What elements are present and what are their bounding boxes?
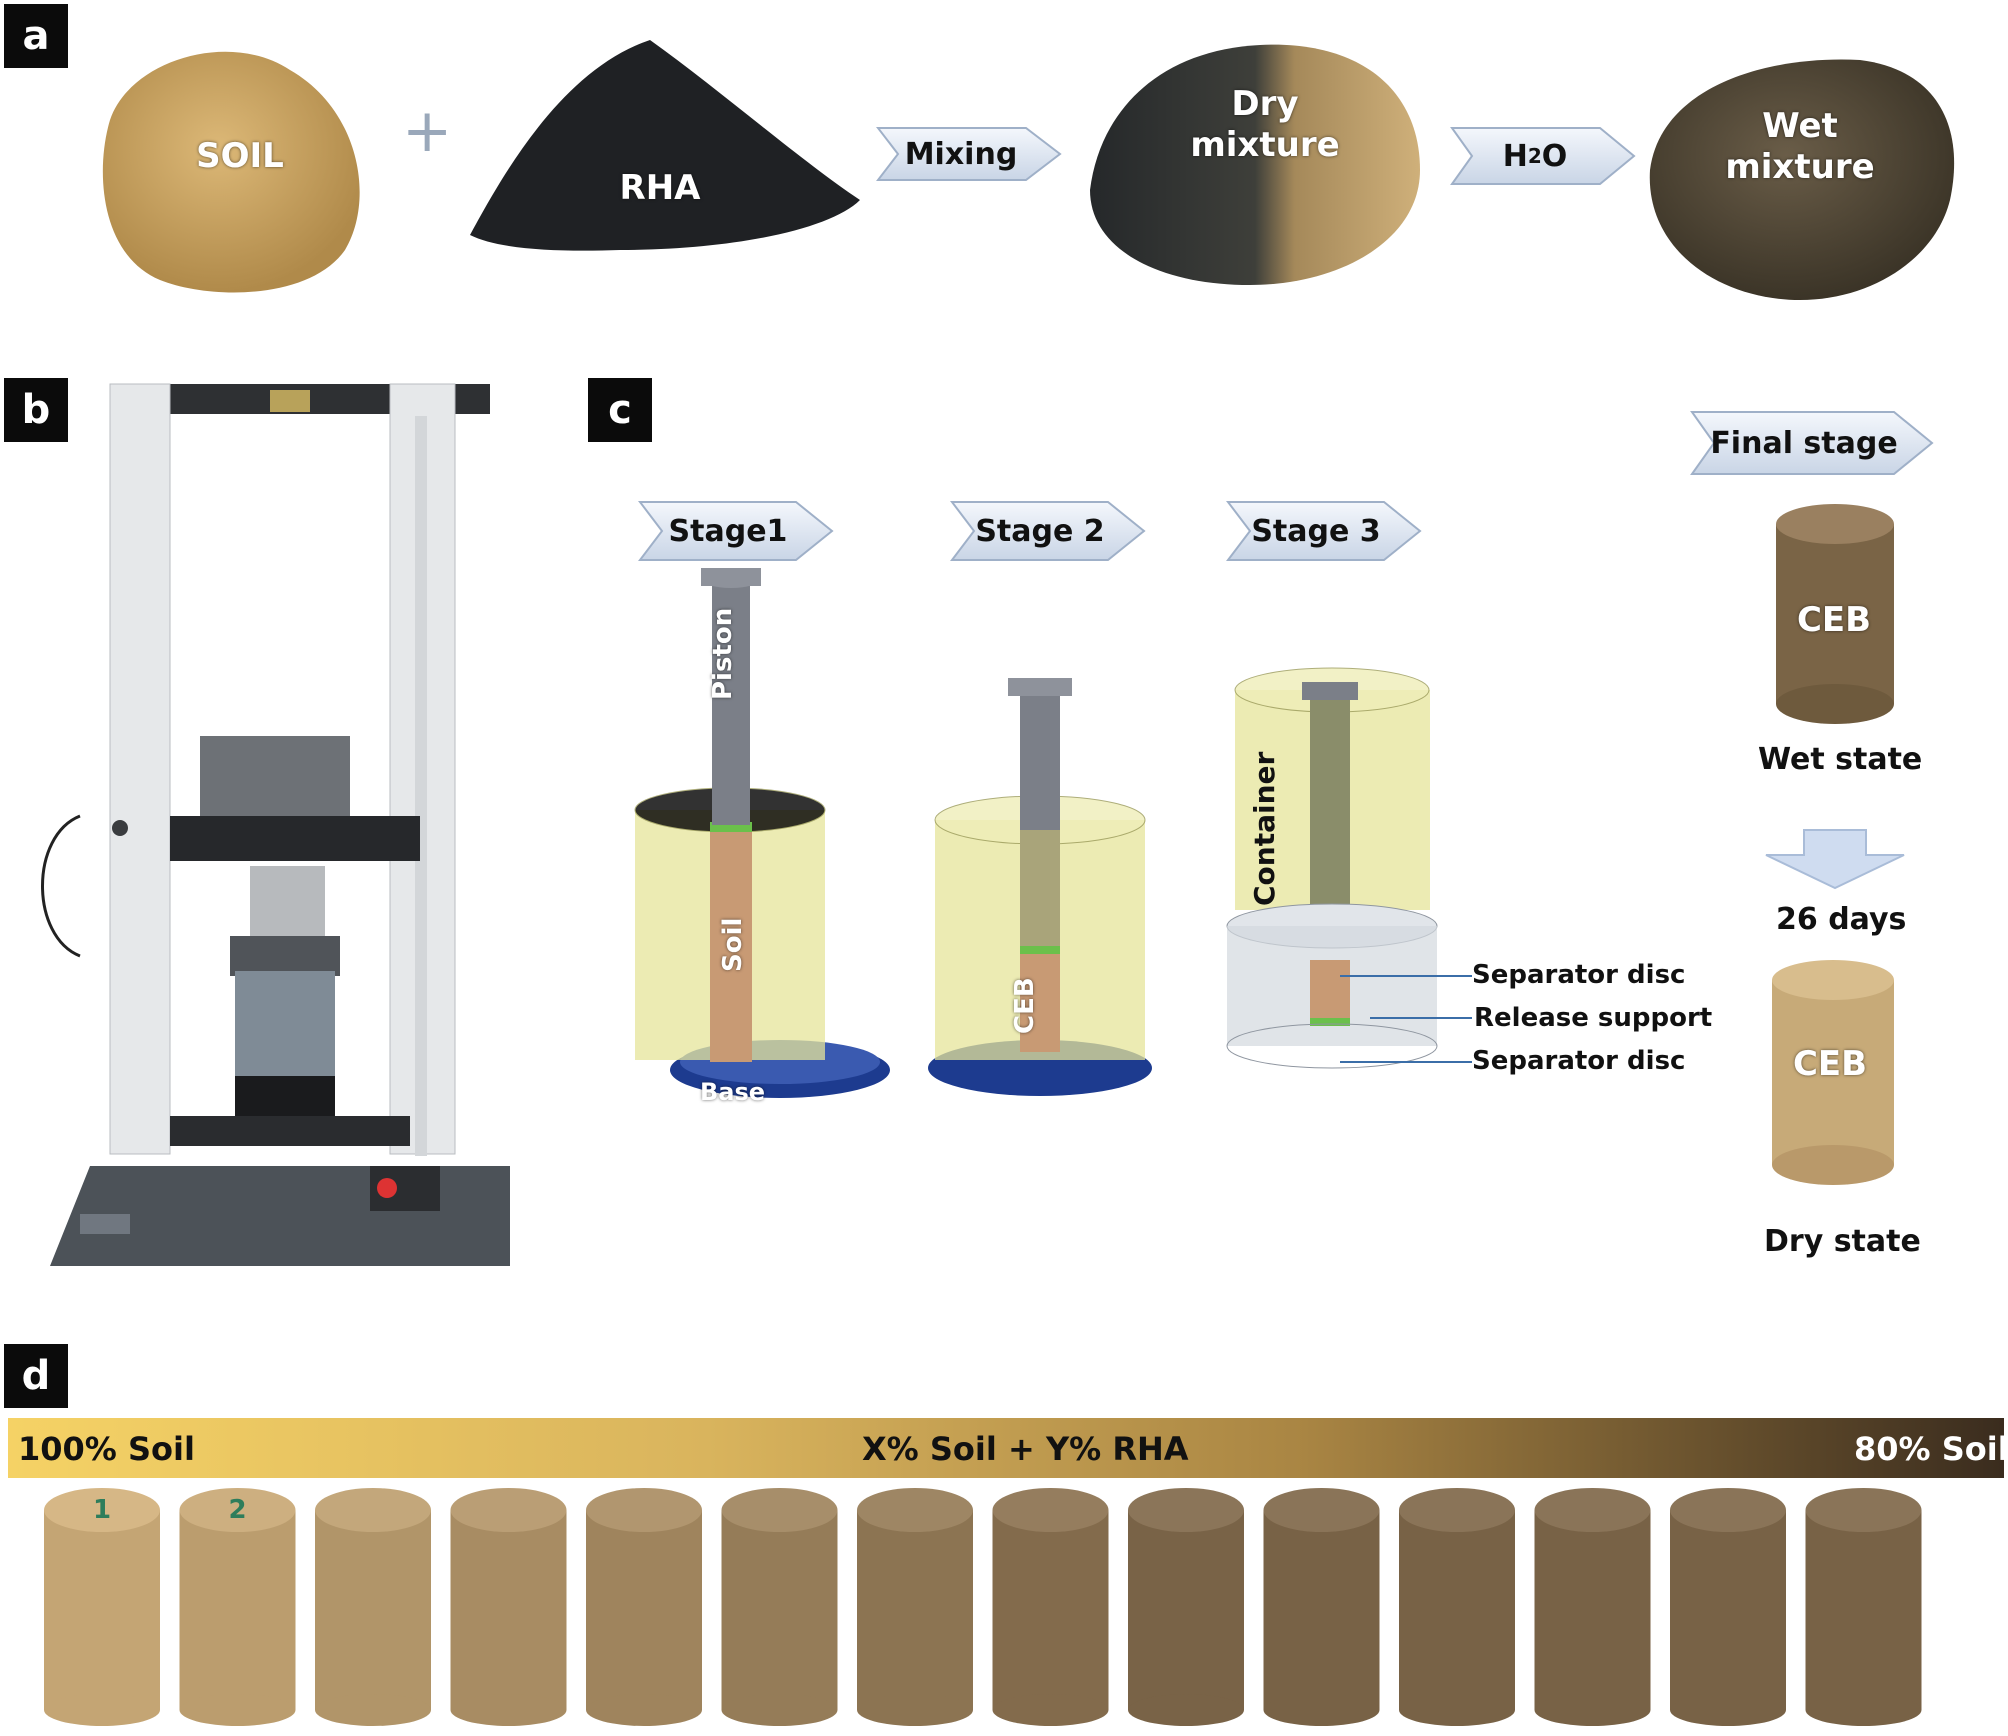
sample-cylinder: 1 — [44, 1488, 160, 1726]
sample-cylinder — [1805, 1488, 1922, 1726]
h2o-h: H — [1502, 138, 1528, 174]
sample-cylinder — [721, 1488, 838, 1726]
sample-cylinder — [1670, 1488, 1786, 1726]
panel-a-illustration — [102, 40, 1955, 300]
sample-cylinder — [857, 1488, 973, 1726]
ceb-wet-label: CEB — [1796, 600, 1872, 640]
composition-gradient-bar — [8, 1418, 2004, 1478]
stage1-arrow: Stage1 — [638, 498, 836, 564]
sample-cylinder — [1534, 1488, 1651, 1726]
h2o-o: O — [1541, 138, 1568, 174]
final-stage-samples — [1765, 504, 1905, 1185]
sample-cylinder — [450, 1488, 567, 1726]
stage2-apparatus — [928, 678, 1152, 1096]
stage2-label: Stage 2 — [975, 513, 1105, 549]
sample-cylinder — [1263, 1488, 1380, 1726]
base-label: Base — [700, 1078, 766, 1106]
container-label: Container — [1248, 751, 1281, 906]
soil-pile — [102, 51, 360, 293]
stage3-arrow: Stage 3 — [1226, 498, 1424, 564]
panel-tag-d: d — [4, 1344, 68, 1408]
sample-cylinder — [586, 1488, 702, 1726]
stage-diagrams — [634, 568, 1438, 1098]
testing-machine — [41, 383, 510, 1266]
stage1-apparatus — [634, 568, 890, 1098]
sample-number: 2 — [228, 1495, 246, 1525]
callout-lines — [1340, 975, 1472, 1063]
plus-sign: + — [402, 96, 453, 166]
stage2-arrow: Stage 2 — [950, 498, 1148, 564]
soil-column-label: Soil — [718, 917, 748, 972]
ceb-dry-label: CEB — [1792, 1044, 1868, 1084]
panel-tag-b: b — [4, 378, 68, 442]
dry-mixture-label: Dry mixture — [1190, 84, 1340, 165]
wet-state-label: Wet state — [1758, 742, 1923, 777]
panel-tag-c: c — [588, 378, 652, 442]
stage3-apparatus — [1226, 667, 1438, 1069]
separator-disc-top-label: Separator disc — [1472, 960, 1686, 990]
bar-left-label: 100% Soil — [18, 1430, 195, 1468]
wet-mixture-label: Wet mixture — [1725, 106, 1875, 187]
sample-cylinder — [1128, 1488, 1244, 1726]
dry-mixture-pile — [1090, 44, 1420, 285]
wet-mixture-pile — [1649, 59, 1955, 300]
bar-middle-label: X% Soil + Y% RHA — [862, 1430, 1189, 1468]
ceb-column-label: CEB — [1010, 977, 1040, 1034]
mixing-label: Mixing — [904, 136, 1018, 172]
sample-cylinder — [992, 1488, 1109, 1726]
rha-label: RHA — [619, 168, 701, 208]
sample-number: 1 — [93, 1495, 111, 1525]
dry-state-label: Dry state — [1764, 1224, 1921, 1259]
panel-tag-a: a — [4, 4, 68, 68]
final-stage-label: Final stage — [1710, 425, 1898, 461]
stage3-label: Stage 3 — [1251, 513, 1381, 549]
soil-label: SOIL — [196, 136, 284, 176]
h2o-sub: 2 — [1527, 144, 1542, 168]
release-support-label: Release support — [1474, 1003, 1713, 1033]
sample-cylinder — [1399, 1488, 1515, 1726]
stage1-label: Stage1 — [668, 513, 788, 549]
sample-cylinder — [315, 1488, 431, 1726]
bar-right-label: 80% Soil — [1854, 1430, 2008, 1468]
final-stage-arrow: Final stage — [1690, 408, 1936, 478]
sample-cylinder: 2 — [179, 1488, 296, 1726]
rha-pile — [470, 40, 860, 251]
mixing-arrow: Mixing — [876, 124, 1064, 184]
piston-label: Piston — [708, 607, 738, 700]
separator-disc-bottom-label: Separator disc — [1472, 1046, 1686, 1076]
days-label: 26 days — [1776, 902, 1907, 937]
